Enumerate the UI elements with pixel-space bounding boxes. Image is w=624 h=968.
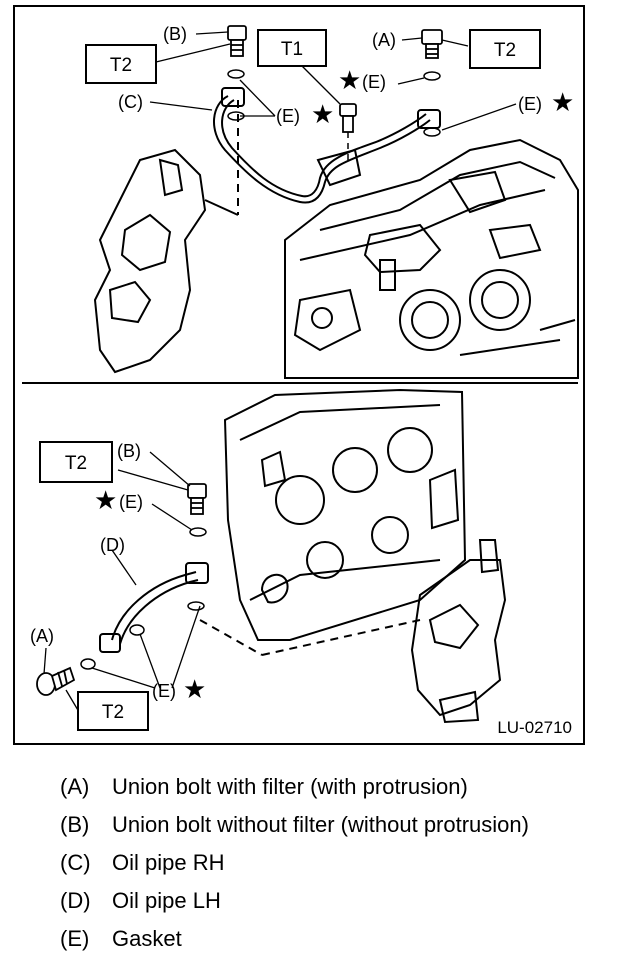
gaskets-top: [227, 69, 441, 137]
label-e-bottom-lower: (E): [152, 681, 176, 701]
star-top-mid: ★: [338, 65, 361, 95]
legend-item: (E) Gasket: [60, 920, 620, 958]
legend-text: Oil pipe LH: [112, 888, 221, 913]
legend-text: Union bolt with filter (with protrusion): [112, 774, 468, 799]
engine-bracket-bottom: [410, 539, 507, 724]
label-a-top: (A): [372, 30, 396, 50]
cylinder-head-bottom: [199, 388, 467, 656]
torque-label-t2-right: T2: [494, 40, 516, 61]
union-bolt-b-bottom: [187, 483, 207, 515]
torque-label-t1: T1: [281, 39, 303, 60]
legend-key: (A): [60, 774, 90, 799]
legend-text: Oil pipe RH: [112, 850, 225, 875]
star-bottom-upper: ★: [94, 485, 117, 515]
torque-label-t2-bottom-lower: T2: [102, 702, 124, 723]
legend-key: (D): [60, 888, 91, 913]
union-bolt-a-top: [421, 29, 443, 59]
label-e-top-mid: (E): [362, 72, 386, 92]
legend-text: Gasket: [112, 926, 182, 951]
figure-code: LU-02710: [497, 718, 572, 737]
legend-item: (A) Union bolt with filter (with protrus…: [60, 768, 620, 806]
legend-key: (C): [60, 850, 91, 875]
label-c: (C): [118, 92, 143, 112]
union-bolt-b-top: [227, 25, 247, 57]
label-e-top-left: (E): [276, 106, 300, 126]
legend-item: (B) Union bolt without filter (without p…: [60, 806, 620, 844]
diagram-frame: [13, 5, 585, 745]
star-top-right: ★: [551, 87, 574, 117]
union-bolt-a-bottom: [36, 666, 76, 696]
oil-pipe-lh: [99, 562, 209, 653]
engine-bracket-top: [93, 100, 239, 374]
legend-item: (C) Oil pipe RH: [60, 844, 620, 882]
torque-box-t2-left-frame: [85, 44, 157, 84]
label-b-top: (B): [163, 24, 187, 44]
label-a-bottom: (A): [30, 626, 54, 646]
legend-key: (B): [60, 812, 90, 837]
torque-box-t2-right-frame: [469, 29, 541, 69]
parts-legend: (A) Union bolt with filter (with protrus…: [60, 768, 620, 958]
legend-text: Union bolt without filter (without protr…: [112, 812, 529, 837]
star-bottom-lower: ★: [183, 674, 206, 704]
legend-key: (E): [60, 926, 90, 951]
torque-box-t2-bottom-lower-frame: [77, 691, 149, 731]
bolt-t1-top: [339, 103, 357, 133]
label-d: (D): [100, 535, 125, 555]
leader-lines-bottom: [43, 451, 201, 723]
label-b-bottom: (B): [117, 441, 141, 461]
label-e-bottom-upper: (E): [119, 492, 143, 512]
cylinder-head-top: [284, 138, 579, 379]
torque-box-t1-frame: [257, 29, 327, 67]
torque-label-t2-bottom-upper: T2: [65, 453, 87, 474]
oil-pipe-diagram: T2 T1 T2 (B) (C) (E) ★ (A) ★ (E) (E) ★: [13, 5, 585, 745]
leader-lines-top: [149, 31, 517, 131]
oil-pipe-rh: [212, 87, 441, 204]
star-top-left: ★: [311, 99, 334, 129]
torque-box-t2-bottom-upper-frame: [39, 441, 113, 483]
label-e-top-right: (E): [518, 94, 542, 114]
torque-label-t2-left: T2: [110, 55, 132, 76]
gaskets-bottom: [80, 527, 207, 670]
legend-item: (D) Oil pipe LH: [60, 882, 620, 920]
